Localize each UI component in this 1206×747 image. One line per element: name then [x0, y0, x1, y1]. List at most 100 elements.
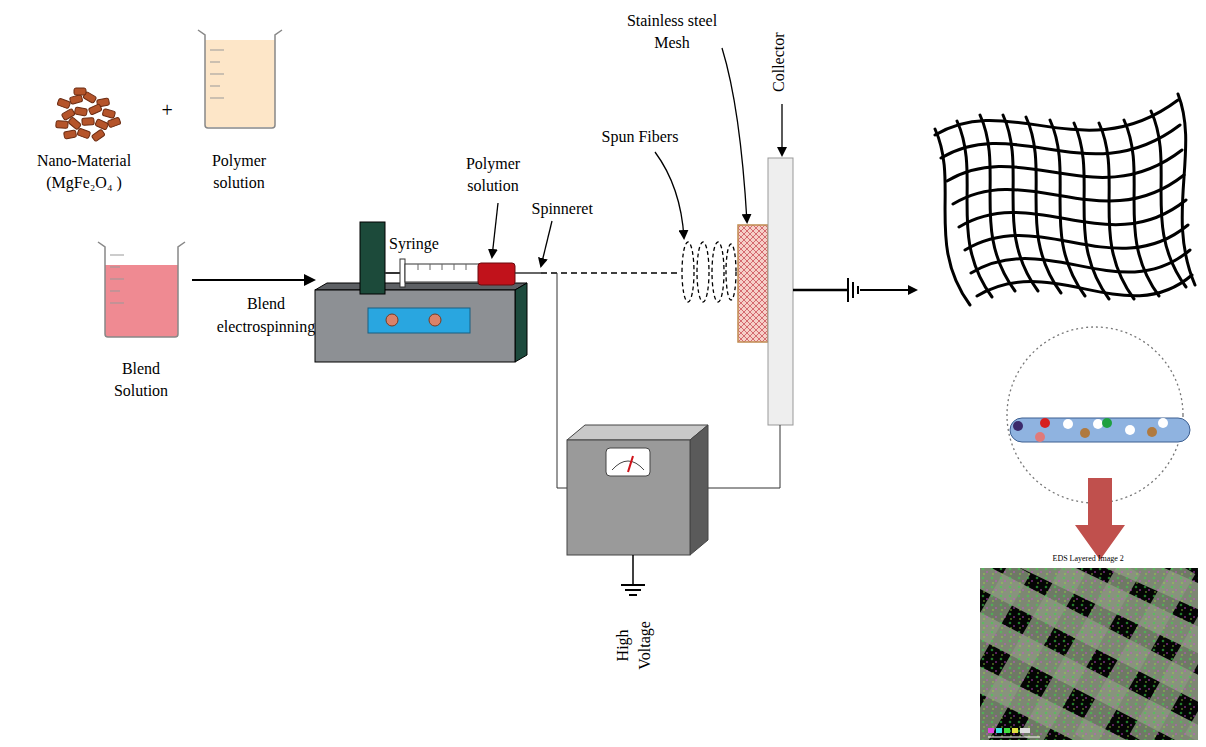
node-text: High Voltage [612, 610, 657, 680]
eds-image [1020, 728, 1030, 733]
eds-image [980, 568, 1198, 740]
fiber-mat [1178, 94, 1195, 285]
node-text: EDS Layered Image 2 [1053, 554, 1124, 564]
callout-label: Collector [768, 33, 790, 93]
leader-arrows [541, 221, 552, 266]
spun-fibers [712, 242, 724, 302]
blend-beaker [98, 242, 185, 337]
spun-fibers [697, 242, 709, 302]
nano-particles [56, 88, 121, 142]
process-arrow [860, 289, 916, 291]
nano-particles [91, 129, 105, 142]
fiber-mat [957, 121, 992, 297]
fiber-closeup [1063, 419, 1073, 429]
spun-fibers [726, 244, 736, 300]
fiber-mat [935, 100, 1178, 135]
down-arrow [1075, 478, 1125, 560]
fiber-closeup [1093, 419, 1103, 429]
fiber-closeup [1125, 425, 1135, 435]
fiber-closeup [1013, 421, 1023, 431]
collector [738, 225, 768, 342]
fiber-mat [1050, 120, 1085, 296]
fiber-mat [947, 150, 1182, 181]
syringe-pump [515, 283, 527, 362]
syringe-pump [315, 222, 541, 362]
fiber-mat [953, 175, 1184, 204]
syringe-pump [405, 264, 480, 282]
high-voltage-supply [628, 456, 633, 472]
syringe-pump [360, 222, 385, 294]
eds-image [988, 728, 994, 733]
edge-label: Blend electrospinning [206, 293, 326, 338]
fiber-closeup [1040, 418, 1050, 428]
fiber-mat [1099, 123, 1134, 299]
fiber-closeup [1147, 427, 1157, 437]
high-voltage-supply [690, 425, 708, 555]
nano-particles [102, 109, 115, 119]
high-voltage-supply [567, 425, 708, 440]
eds-image-box: EDS Layered Image 2 [976, 548, 1200, 744]
eds-image [1012, 728, 1018, 733]
syringe-pump-box: Syringe [315, 222, 527, 364]
callout-label: Spinneret [532, 198, 593, 220]
syringe-pump [400, 259, 405, 287]
fiber-closeup [1007, 327, 1183, 503]
eds-image [980, 568, 1198, 740]
nano-particles [68, 117, 82, 130]
fiber-mat [935, 94, 1195, 305]
leader-arrows [492, 203, 498, 257]
node-text: Blend Solution [96, 358, 186, 403]
syringe-pump [515, 272, 541, 274]
blend-beaker [98, 242, 185, 337]
high-voltage-supply [621, 584, 645, 586]
fiber-mat [1124, 120, 1159, 296]
down-arrow [1075, 478, 1125, 560]
polymer-beaker-box: Polymer solution [185, 25, 293, 198]
syringe-pump [315, 290, 515, 362]
eds-image [996, 728, 1002, 733]
flow-arrow [192, 279, 314, 281]
spun-fibers [682, 242, 694, 302]
fiber-mat [1074, 123, 1109, 299]
nano-particles [74, 107, 87, 116]
spun-fibers [541, 242, 736, 302]
syringe-pump [429, 314, 441, 326]
eds-image [980, 568, 1198, 740]
collector [847, 278, 849, 302]
leader-arrows [781, 104, 782, 155]
node-text: Polymer solution [189, 150, 289, 195]
nano-particles [88, 104, 102, 115]
high-voltage-supply [632, 555, 634, 585]
high-voltage-supply [629, 594, 637, 596]
fiber-mat [1026, 117, 1061, 293]
callout-label: Spun Fibers [602, 126, 679, 148]
nano-particles [77, 128, 91, 139]
eds-image [980, 568, 1198, 740]
nano-particles [74, 88, 86, 95]
fiber-closeup [1035, 432, 1045, 442]
nano-particles [56, 120, 69, 128]
wires [557, 273, 567, 488]
nano-particles [57, 98, 71, 109]
collector [852, 282, 854, 298]
wires [700, 425, 780, 488]
process-arrow [860, 290, 916, 291]
leader-arrows [655, 152, 684, 238]
node-text: Nano-Material (MgFe₂O₄ ) [28, 150, 140, 195]
high-voltage-supply [567, 440, 690, 555]
syringe-pump [386, 314, 398, 326]
high-voltage-supply [606, 448, 650, 476]
fiber-mat [965, 225, 1188, 250]
nano-particles [107, 117, 121, 128]
eds-image [1004, 728, 1010, 733]
blend-beaker [105, 265, 178, 337]
polymer-beaker [205, 40, 275, 127]
nano-particles [64, 130, 77, 139]
collector [857, 286, 859, 294]
spun-fibers [541, 272, 680, 273]
fiber-mat [959, 200, 1186, 227]
callout-label: Stainless steel Mesh [612, 10, 732, 55]
